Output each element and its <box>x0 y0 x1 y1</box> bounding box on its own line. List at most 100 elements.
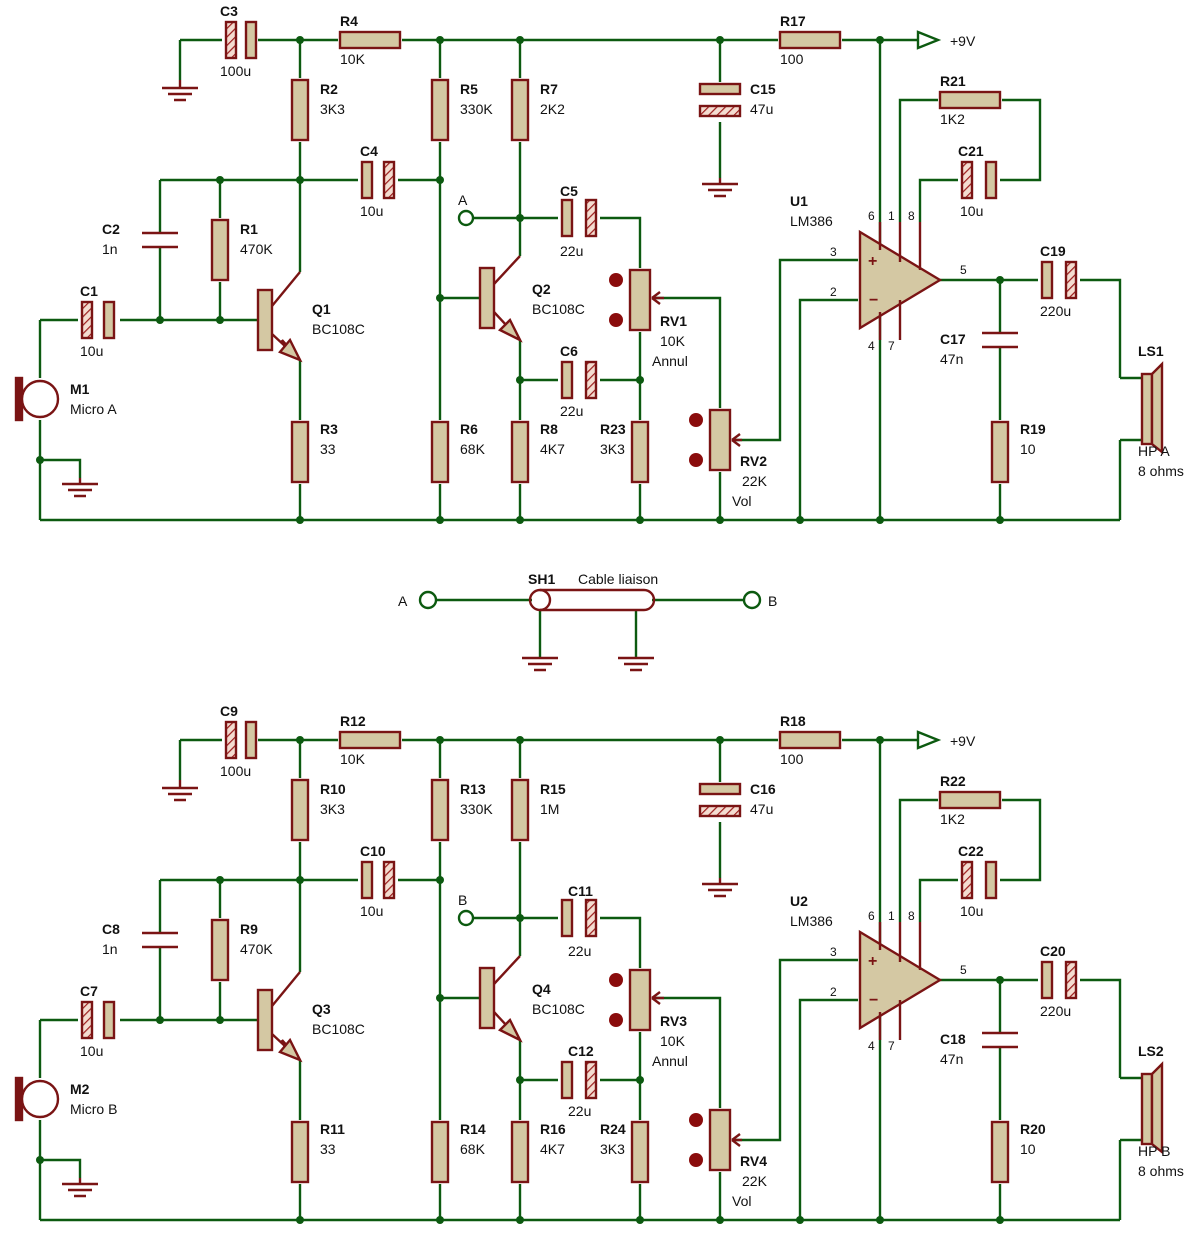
channel-2-labels: +9V C9 100u R12 10K R18 100 R10 3K3 R13 … <box>70 703 1184 1209</box>
rail-label: +9V <box>950 733 976 749</box>
label: BC108C <box>532 301 585 317</box>
label: U2 <box>790 893 808 909</box>
label: B <box>768 593 777 609</box>
label: C6 <box>560 343 578 359</box>
label: C10 <box>360 843 386 859</box>
label: 1n <box>102 241 118 257</box>
label: 3K3 <box>320 101 345 117</box>
label: 3K3 <box>600 441 625 457</box>
label: BC108C <box>312 321 365 337</box>
pin-label: 3 <box>830 945 837 959</box>
label: 22K <box>742 473 768 489</box>
channel-1: +9V C3 100u R4 10K R17 100 R2 3K3 R5 330… <box>14 3 1184 526</box>
pin-label: 3 <box>830 245 837 259</box>
label: 1M <box>540 801 559 817</box>
label: 330K <box>460 801 493 817</box>
label: 10K <box>660 333 686 349</box>
label: C21 <box>958 143 984 159</box>
pin-label: 6 <box>868 909 875 923</box>
pin-label: 5 <box>960 963 967 977</box>
label: R6 <box>460 421 478 437</box>
opamp-plus: + <box>868 253 877 270</box>
label: R4 <box>340 13 358 29</box>
label: R3 <box>320 421 338 437</box>
label: 68K <box>460 1141 486 1157</box>
label: C8 <box>102 921 120 937</box>
label: 330K <box>460 101 493 117</box>
label: 8 ohms <box>1138 1163 1184 1179</box>
label: 33 <box>320 1141 336 1157</box>
opamp-minus: − <box>869 992 878 1009</box>
label: C15 <box>750 81 776 97</box>
pin-label: 7 <box>888 339 895 353</box>
label: Cable liaison <box>578 571 658 587</box>
label: Annul <box>652 1053 688 1069</box>
terminal-b[interactable] <box>742 590 762 610</box>
label: 47n <box>940 1051 963 1067</box>
label: C17 <box>940 331 966 347</box>
label: Q2 <box>532 281 551 297</box>
label: R19 <box>1020 421 1046 437</box>
label: R22 <box>940 773 966 789</box>
label: C9 <box>220 703 238 719</box>
label: R9 <box>240 921 258 937</box>
label: 47u <box>750 101 773 117</box>
label: C11 <box>568 883 593 899</box>
label: R11 <box>320 1121 345 1137</box>
pin-label: 1 <box>888 209 895 223</box>
label: C5 <box>560 183 578 199</box>
label: RV1 <box>660 313 687 329</box>
label: 10 <box>1020 1141 1036 1157</box>
label: 47u <box>750 801 773 817</box>
label: R23 <box>600 421 626 437</box>
label: LS1 <box>1138 343 1164 359</box>
label: R13 <box>460 781 486 797</box>
label: R20 <box>1020 1121 1046 1137</box>
label: 470K <box>240 241 273 257</box>
label: 10u <box>80 1043 103 1059</box>
pin-label: 4 <box>868 1039 875 1053</box>
label: Vol <box>732 1193 751 1209</box>
terminal-a[interactable] <box>418 590 438 610</box>
label: R24 <box>600 1121 626 1137</box>
label: 33 <box>320 441 336 457</box>
label: 2K2 <box>540 101 565 117</box>
label: R2 <box>320 81 338 97</box>
label: 10K <box>660 1033 686 1049</box>
label: HP B <box>1138 1143 1170 1159</box>
label: 22u <box>560 243 583 259</box>
label: C20 <box>1040 943 1066 959</box>
label: 10u <box>80 343 103 359</box>
label: LS2 <box>1138 1043 1164 1059</box>
label: 22K <box>742 1173 768 1189</box>
pin-label: 6 <box>868 209 875 223</box>
label: 1n <box>102 941 118 957</box>
pin-label: 4 <box>868 339 875 353</box>
label: 3K3 <box>320 801 345 817</box>
label: C22 <box>958 843 984 859</box>
label: 68K <box>460 441 486 457</box>
label: R16 <box>540 1121 566 1137</box>
label: 1K2 <box>940 811 965 827</box>
label: R14 <box>460 1121 486 1137</box>
label: R15 <box>540 781 566 797</box>
label: RV4 <box>740 1153 767 1169</box>
channel-1-labels: +9V C3 100u R4 10K R17 100 R2 3K3 R5 330… <box>70 3 1184 509</box>
label: R12 <box>340 713 366 729</box>
label: Q4 <box>532 981 551 997</box>
shielded-cable: SH1 Cable liaison A B <box>398 571 777 672</box>
pin-label: 5 <box>960 263 967 277</box>
label: R8 <box>540 421 558 437</box>
label: 100 <box>780 51 804 67</box>
label: C19 <box>1040 243 1066 259</box>
label: Micro B <box>70 1101 117 1117</box>
label: 1K2 <box>940 111 965 127</box>
label: 100u <box>220 63 251 79</box>
label: C3 <box>220 3 238 19</box>
label: M1 <box>70 381 90 397</box>
node-label: A <box>458 192 468 208</box>
rail-label: +9V <box>950 33 976 49</box>
label: 220u <box>1040 1003 1071 1019</box>
label: R17 <box>780 13 806 29</box>
label: 10u <box>360 903 383 919</box>
